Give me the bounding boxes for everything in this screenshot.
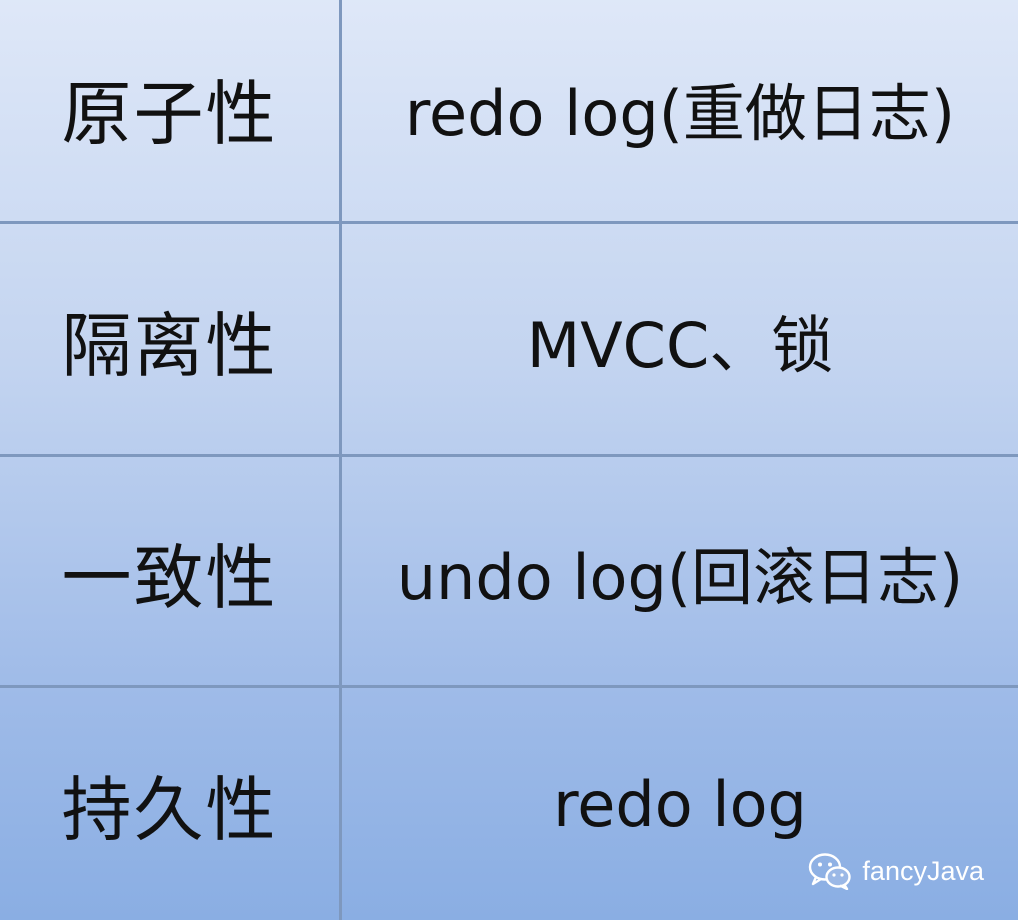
- property-cell: 持久性: [0, 688, 339, 920]
- watermark-text: fancyJava: [862, 856, 984, 887]
- wechat-icon: [808, 852, 852, 890]
- property-cell: 隔离性: [0, 224, 339, 456]
- mechanism-cell: MVCC、锁: [342, 224, 1018, 456]
- property-cell: 原子性: [0, 0, 339, 224]
- table-row: 隔离性 MVCC、锁: [0, 224, 1018, 456]
- watermark: fancyJava: [808, 852, 984, 890]
- table-row: 一致性 undo log(回滚日志): [0, 456, 1018, 688]
- mechanism-cell: redo log(重做日志): [342, 0, 1018, 224]
- property-cell: 一致性: [0, 456, 339, 688]
- mechanism-cell: undo log(回滚日志): [342, 456, 1018, 688]
- table-row: 原子性 redo log(重做日志): [0, 0, 1018, 224]
